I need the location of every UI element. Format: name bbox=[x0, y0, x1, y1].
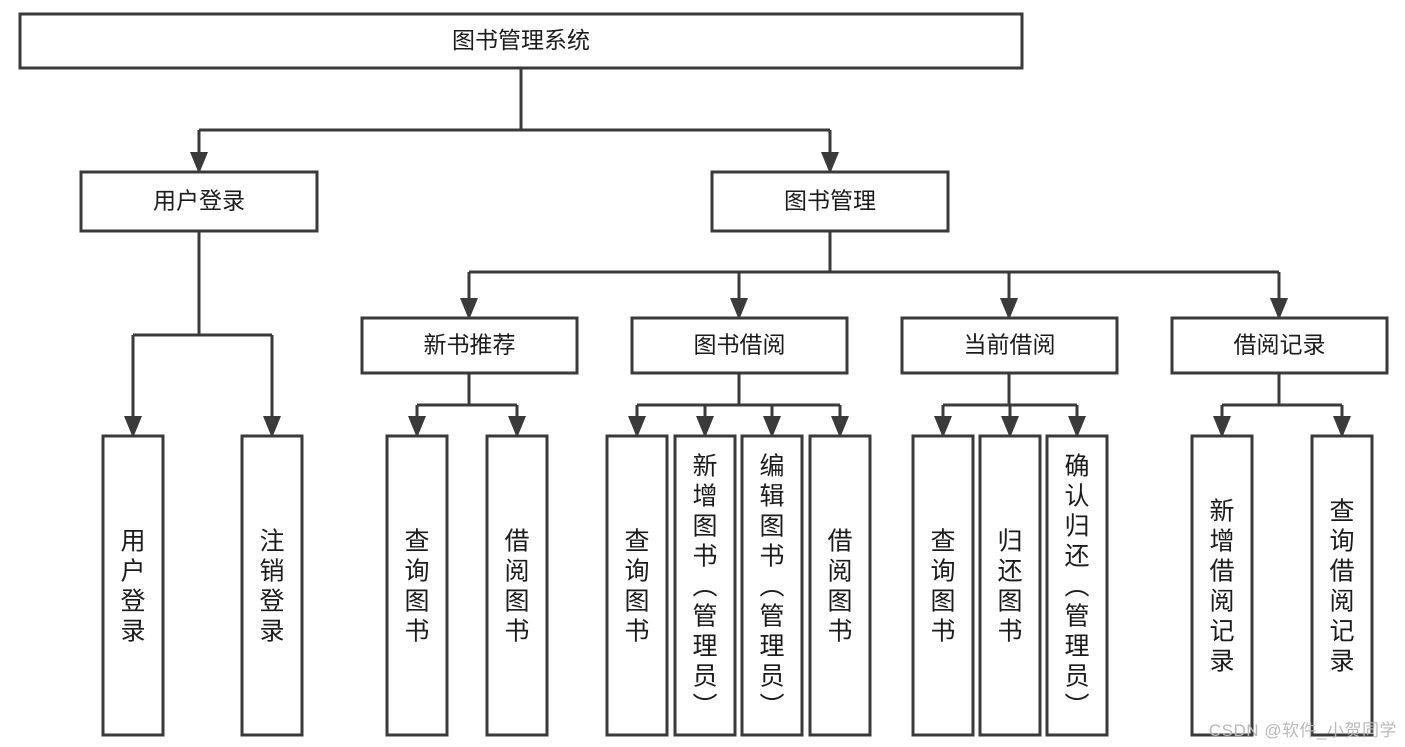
node-label: 图书管理 bbox=[784, 188, 876, 214]
arrowhead-icon bbox=[1000, 298, 1018, 320]
node-label: 新增借阅记录 bbox=[1209, 498, 1234, 676]
node-leaf-6[interactable]: 编辑图书︵管理员︶ bbox=[740, 434, 804, 737]
node-leaf-7[interactable]: 借阅图书 bbox=[808, 434, 872, 737]
node-root-0[interactable]: 图书管理系统 bbox=[18, 12, 1024, 70]
node-box[interactable] bbox=[1310, 434, 1374, 737]
node-box[interactable] bbox=[673, 434, 737, 737]
node-layer: 图书管理系统用户登录图书管理新书推荐图书借阅当前借阅借阅记录用户登录注销登录查询… bbox=[18, 12, 1389, 737]
node-box[interactable] bbox=[485, 434, 549, 737]
arrowhead-icon bbox=[460, 298, 478, 320]
node-box[interactable] bbox=[1170, 316, 1389, 375]
node-leaf-5[interactable]: 新增图书︵管理员︶ bbox=[673, 434, 737, 737]
node-box[interactable] bbox=[978, 434, 1042, 737]
node-l3-3[interactable]: 借阅记录 bbox=[1170, 316, 1389, 375]
node-label: 查询图书 bbox=[624, 528, 649, 646]
arrowhead-icon bbox=[1270, 298, 1288, 320]
node-box[interactable] bbox=[1045, 434, 1109, 737]
node-box[interactable] bbox=[1190, 434, 1254, 737]
connector-root-bus bbox=[190, 68, 839, 174]
node-l3-2[interactable]: 当前借阅 bbox=[900, 316, 1119, 375]
node-label: 新增图书︵管理员︶ bbox=[692, 453, 717, 721]
node-label: 借阅记录 bbox=[1234, 332, 1326, 358]
node-label: 编辑图书︵管理员︶ bbox=[759, 453, 784, 721]
node-box[interactable] bbox=[808, 434, 872, 737]
node-box[interactable] bbox=[911, 434, 975, 737]
node-label: 查询借阅记录 bbox=[1329, 498, 1354, 676]
connector-record-bus bbox=[1213, 373, 1351, 438]
arrowhead-icon bbox=[508, 416, 526, 438]
node-box[interactable] bbox=[240, 434, 304, 737]
node-label: 查询图书 bbox=[404, 528, 429, 646]
node-l2-0[interactable]: 用户登录 bbox=[79, 170, 319, 233]
node-box[interactable] bbox=[101, 434, 165, 737]
node-box[interactable] bbox=[605, 434, 669, 737]
node-leaf-0[interactable]: 用户登录 bbox=[101, 434, 165, 737]
arrowhead-icon bbox=[730, 298, 748, 320]
node-label: 确认归还︵管理员︶ bbox=[1064, 453, 1089, 721]
arrowhead-icon bbox=[763, 416, 781, 438]
node-label: 用户登录 bbox=[120, 528, 145, 646]
arrowhead-icon bbox=[190, 152, 208, 174]
node-box[interactable] bbox=[900, 316, 1119, 375]
node-box[interactable] bbox=[385, 434, 449, 737]
arrowhead-icon bbox=[408, 416, 426, 438]
node-leaf-8[interactable]: 查询图书 bbox=[911, 434, 975, 737]
arrowhead-icon bbox=[263, 416, 281, 438]
arrowhead-icon bbox=[1068, 416, 1086, 438]
node-box[interactable] bbox=[740, 434, 804, 737]
connector-current-borrow-bus bbox=[934, 373, 1086, 438]
arrowhead-icon bbox=[124, 416, 142, 438]
node-label: 注销登录 bbox=[259, 528, 284, 646]
node-leaf-1[interactable]: 注销登录 bbox=[240, 434, 304, 737]
node-leaf-4[interactable]: 查询图书 bbox=[605, 434, 669, 737]
node-box[interactable] bbox=[630, 316, 849, 375]
node-l3-1[interactable]: 图书借阅 bbox=[630, 316, 849, 375]
node-box[interactable] bbox=[710, 170, 950, 233]
arrowhead-icon bbox=[1213, 416, 1231, 438]
node-label: 图书管理系统 bbox=[452, 27, 590, 53]
connector-book-manage-bus bbox=[460, 231, 1288, 320]
arrowhead-icon bbox=[696, 416, 714, 438]
node-leaf-11[interactable]: 新增借阅记录 bbox=[1190, 434, 1254, 737]
node-label: 新书推荐 bbox=[424, 332, 516, 358]
node-leaf-2[interactable]: 查询图书 bbox=[385, 434, 449, 737]
node-leaf-12[interactable]: 查询借阅记录 bbox=[1310, 434, 1374, 737]
connector-borrow-bus bbox=[628, 373, 849, 438]
node-label: 当前借阅 bbox=[964, 332, 1056, 358]
node-label: 借阅图书 bbox=[827, 528, 852, 646]
arrowhead-icon bbox=[1333, 416, 1351, 438]
connector-new-book-bus bbox=[408, 373, 526, 438]
node-leaf-3[interactable]: 借阅图书 bbox=[485, 434, 549, 737]
node-label: 归还图书 bbox=[997, 528, 1022, 646]
node-label: 图书借阅 bbox=[694, 332, 786, 358]
node-box[interactable] bbox=[79, 170, 319, 233]
arrowhead-icon bbox=[831, 416, 849, 438]
node-label: 用户登录 bbox=[153, 188, 245, 214]
node-leaf-10[interactable]: 确认归还︵管理员︶ bbox=[1045, 434, 1109, 737]
node-box[interactable] bbox=[18, 12, 1024, 70]
node-l3-0[interactable]: 新书推荐 bbox=[360, 316, 579, 375]
node-l2-1[interactable]: 图书管理 bbox=[710, 170, 950, 233]
connector-user-login-bus bbox=[124, 231, 281, 438]
node-label: 查询图书 bbox=[930, 528, 955, 646]
arrowhead-icon bbox=[628, 416, 646, 438]
arrowhead-icon bbox=[821, 152, 839, 174]
node-leaf-9[interactable]: 归还图书 bbox=[978, 434, 1042, 737]
arrowhead-icon bbox=[934, 416, 952, 438]
connector-layer bbox=[124, 68, 1351, 438]
arrowhead-icon bbox=[1001, 416, 1019, 438]
node-box[interactable] bbox=[360, 316, 579, 375]
node-label: 借阅图书 bbox=[504, 528, 529, 646]
